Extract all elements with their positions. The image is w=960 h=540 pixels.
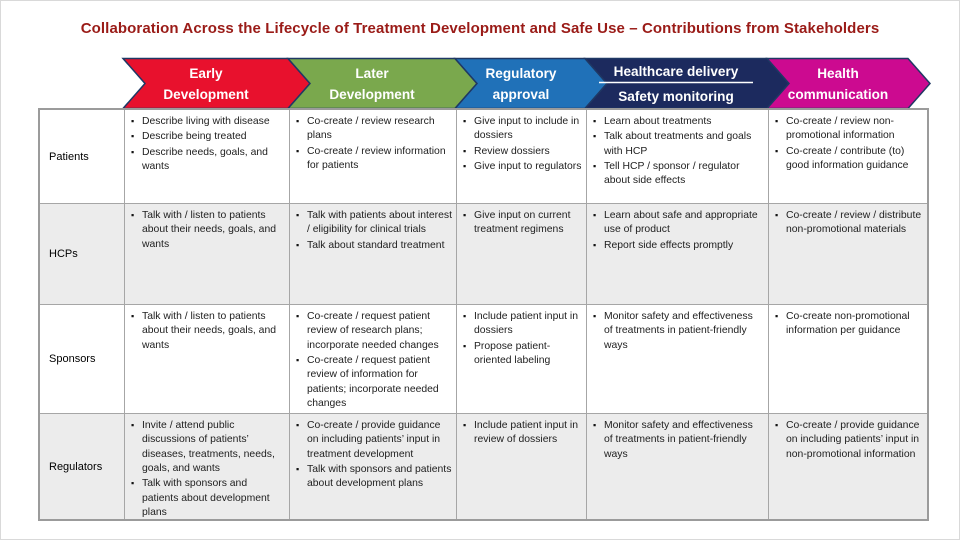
slide-title: Collaboration Across the Lifecycle of Tr… (80, 20, 880, 37)
cell-sponsors-later-development: Co-create / request patient review of re… (290, 305, 457, 414)
stage-label-communication-line2: communication (788, 87, 888, 102)
bullet-list: Monitor safety and effectiveness of trea… (593, 310, 764, 353)
bullet-item: Describe living with disease (131, 115, 285, 129)
bullet-item: Talk with / listen to patients about the… (131, 209, 285, 252)
bullet-item: Talk with patients about interest / elig… (296, 209, 452, 238)
bullet-list: Monitor safety and effectiveness of trea… (593, 419, 764, 462)
bullet-list: Talk with patients about interest / elig… (296, 209, 452, 253)
bullet-list: Give input to include in dossiersReview … (463, 115, 582, 174)
bullet-item: Co-create / review / distribute non-prom… (775, 209, 923, 238)
bullet-item: Co-create / provide guidance on includin… (775, 419, 923, 462)
bullet-list: Include patient input in review of dossi… (463, 419, 582, 448)
bullet-item: Co-create / request patient review of in… (296, 354, 452, 411)
bullet-item: Co-create / contribute (to) good informa… (775, 145, 923, 174)
cell-patients-early-development: Describe living with diseaseDescribe bei… (125, 110, 290, 204)
bullet-item: Include patient input in dossiers (463, 310, 582, 339)
bullet-item: Talk with sponsors and patients about de… (296, 463, 452, 492)
bullet-item: Give input to include in dossiers (463, 115, 582, 144)
cell-hcps-early-development: Talk with / listen to patients about the… (125, 204, 290, 305)
bullet-item: Co-create / review information for patie… (296, 145, 452, 174)
cell-patients-later-development: Co-create / review research plansCo-crea… (290, 110, 457, 204)
stakeholder-contributions-table: Patients Describe living with diseaseDes… (38, 108, 929, 521)
bullet-list: Include patient input in dossiersPropose… (463, 310, 582, 368)
bullet-item: Talk about standard treatment (296, 239, 452, 253)
bullet-item: Co-create / review non-promotional infor… (775, 115, 923, 144)
row-label-patients: Patients (40, 110, 125, 204)
row-label-sponsors: Sponsors (40, 305, 125, 414)
cell-hcps-healthcare-delivery: Learn about safe and appropriate use of … (587, 204, 769, 305)
bullet-item: Give input on current treatment regimens (463, 209, 582, 238)
cell-sponsors-healthcare-delivery: Monitor safety and effectiveness of trea… (587, 305, 769, 414)
bullet-list: Describe living with diseaseDescribe bei… (131, 115, 285, 174)
stage-label-healthcare-line2: Safety monitoring (618, 89, 734, 104)
stage-label-later-line1: Later (355, 66, 389, 81)
lifecycle-chevron-band: Early Development Later Development Regu… (121, 57, 931, 110)
bullet-item: Talk with / listen to patients about the… (131, 310, 285, 353)
stage-label-early-line2: Development (163, 87, 249, 102)
bullet-item: Propose patient-oriented labeling (463, 340, 582, 369)
stage-label-early-line1: Early (189, 66, 223, 81)
stage-label-regulatory-line1: Regulatory (485, 66, 556, 81)
bullet-list: Co-create / provide guidance on includin… (296, 419, 452, 492)
bullet-list: Talk with / listen to patients about the… (131, 209, 285, 252)
bullet-list: Co-create non-promotional information pe… (775, 310, 923, 339)
cell-patients-healthcare-delivery: Learn about treatmentsTalk about treatme… (587, 110, 769, 204)
bullet-list: Learn about safe and appropriate use of … (593, 209, 764, 253)
cell-hcps-health-communication: Co-create / review / distribute non-prom… (769, 204, 927, 305)
cell-sponsors-health-communication: Co-create non-promotional information pe… (769, 305, 927, 414)
bullet-item: Learn about safe and appropriate use of … (593, 209, 764, 238)
bullet-item: Talk with sponsors and patients about de… (131, 477, 285, 519)
cell-sponsors-early-development: Talk with / listen to patients about the… (125, 305, 290, 414)
cell-hcps-later-development: Talk with patients about interest / elig… (290, 204, 457, 305)
cell-regulators-healthcare-delivery: Monitor safety and effectiveness of trea… (587, 414, 769, 519)
bullet-list: Learn about treatmentsTalk about treatme… (593, 115, 764, 189)
bullet-list: Co-create / review / distribute non-prom… (775, 209, 923, 238)
cell-hcps-regulatory-approval: Give input on current treatment regimens (457, 204, 587, 305)
bullet-item: Talk about treatments and goals with HCP (593, 130, 764, 159)
stage-label-later-line2: Development (329, 87, 415, 102)
bullet-item: Report side effects promptly (593, 239, 764, 253)
bullet-item: Give input to regulators (463, 160, 582, 174)
bullet-item: Monitor safety and effectiveness of trea… (593, 310, 764, 353)
bullet-list: Co-create / provide guidance on includin… (775, 419, 923, 462)
cell-regulators-later-development: Co-create / provide guidance on includin… (290, 414, 457, 519)
bullet-item: Co-create / request patient review of re… (296, 310, 452, 353)
bullet-item: Describe needs, goals, and wants (131, 146, 285, 175)
bullet-item: Tell HCP / sponsor / regulator about sid… (593, 160, 764, 189)
bullet-item: Co-create / provide guidance on includin… (296, 419, 452, 462)
bullet-item: Co-create non-promotional information pe… (775, 310, 923, 339)
bullet-item: Invite / attend public discussions of pa… (131, 419, 285, 476)
bullet-list: Co-create / request patient review of re… (296, 310, 452, 412)
stage-label-communication-line1: Health (817, 66, 859, 81)
bullet-item: Monitor safety and effectiveness of trea… (593, 419, 764, 462)
bullet-item: Learn about treatments (593, 115, 764, 129)
cell-regulators-health-communication: Co-create / provide guidance on includin… (769, 414, 927, 519)
bullet-item: Describe being treated (131, 130, 285, 144)
cell-regulators-regulatory-approval: Include patient input in review of dossi… (457, 414, 587, 519)
bullet-list: Co-create / review non-promotional infor… (775, 115, 923, 173)
cell-regulators-early-development: Invite / attend public discussions of pa… (125, 414, 290, 519)
bullet-list: Co-create / review research plansCo-crea… (296, 115, 452, 173)
bullet-item: Review dossiers (463, 145, 582, 159)
cell-patients-health-communication: Co-create / review non-promotional infor… (769, 110, 927, 204)
bullet-list: Invite / attend public discussions of pa… (131, 419, 285, 519)
bullet-list: Talk with / listen to patients about the… (131, 310, 285, 353)
bullet-item: Include patient input in review of dossi… (463, 419, 582, 448)
bullet-item: Co-create / review research plans (296, 115, 452, 144)
cell-sponsors-regulatory-approval: Include patient input in dossiersPropose… (457, 305, 587, 414)
stage-label-healthcare-line1: Healthcare delivery (614, 64, 739, 79)
stage-label-regulatory-line2: approval (493, 87, 550, 102)
row-label-regulators: Regulators (40, 414, 125, 519)
row-label-hcps: HCPs (40, 204, 125, 305)
bullet-list: Give input on current treatment regimens (463, 209, 582, 238)
cell-patients-regulatory-approval: Give input to include in dossiersReview … (457, 110, 587, 204)
